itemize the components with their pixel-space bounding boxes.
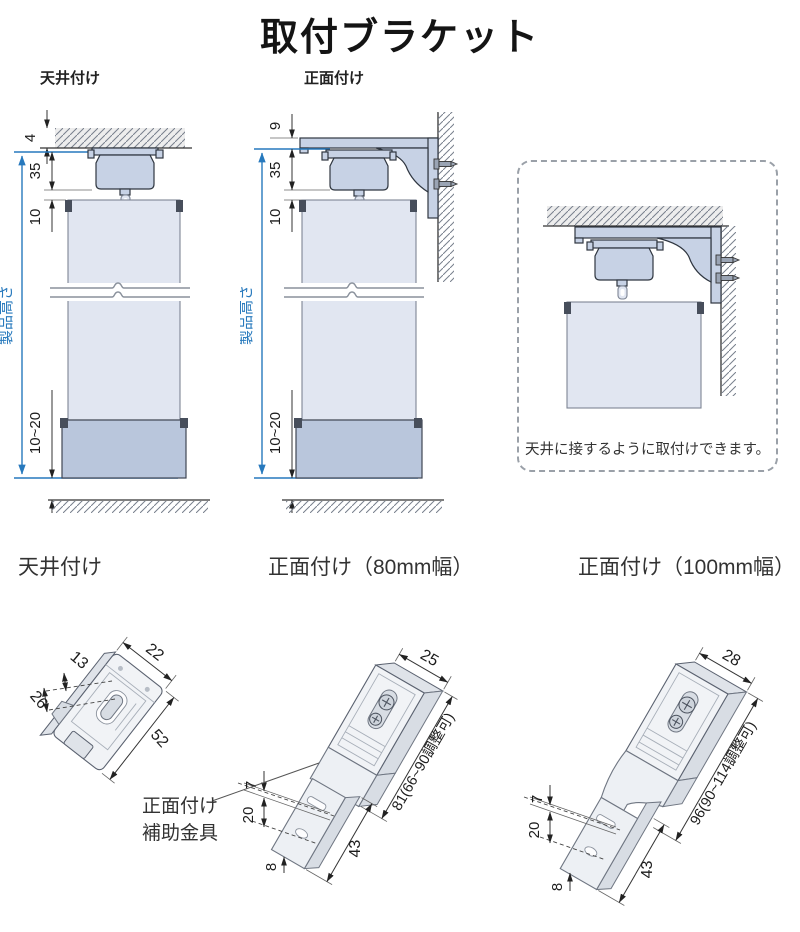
- break-line-2: [284, 291, 424, 298]
- break-line-1: [50, 282, 190, 289]
- bracket-label-ceiling: 天井付け: [18, 556, 102, 579]
- section-label-ceiling-mount: 天井付け: [40, 70, 101, 87]
- dim-product-height: 製品高さ: [240, 285, 255, 345]
- dim-7: 7: [529, 795, 546, 803]
- dim-20: 20: [526, 822, 543, 839]
- shade-panel: [50, 199, 194, 421]
- dim-10-20: 10~20: [27, 412, 44, 454]
- ceiling-flush-note-box: 天井に接するように取付けできます。: [517, 160, 778, 472]
- ceiling-hatch: [543, 206, 729, 227]
- front-bracket-80-hole-dims: 7 20 8: [237, 771, 335, 873]
- dim-10: 10: [27, 209, 44, 226]
- dim-22: 22: [142, 640, 167, 664]
- bracket-drawings: 22 52 13 26: [26, 636, 764, 906]
- floor-hatch: [282, 499, 444, 513]
- ceiling-flush-diagram: [543, 206, 741, 409]
- dim-43: 43: [639, 861, 656, 879]
- headrail: [586, 239, 664, 300]
- wall-bracket: [574, 226, 741, 304]
- wall-bracket: [299, 137, 459, 219]
- front-bracket-100-hole-dims: 7 20 8: [523, 785, 621, 891]
- page-title: 取付ブラケット: [259, 17, 540, 59]
- break-line-2: [50, 291, 190, 298]
- screw-bottom: [715, 272, 741, 284]
- front-mount-diagram: 9 製品高さ 35 10: [240, 112, 459, 513]
- bracket-label-front100: 正面付け（100mm幅）: [578, 556, 796, 579]
- headrail: [87, 147, 164, 209]
- ceiling-bracket: 22 52: [39, 636, 179, 784]
- dim-13: 13: [67, 648, 92, 673]
- note-caption: 天井に接するように取付けできます。: [524, 442, 771, 458]
- shade-panel: [564, 301, 704, 409]
- aux-fitting-label-line1: 正面付け: [142, 796, 219, 817]
- screw-top: [715, 254, 741, 266]
- shade-panel: [284, 199, 428, 421]
- dim-35: 35: [267, 162, 284, 179]
- dim-line-26: [42, 687, 49, 713]
- bottom-bar: [294, 418, 423, 479]
- section-label-front-mount: 正面付け: [304, 70, 365, 87]
- screw-bottom: [433, 178, 459, 190]
- aux-fitting-label-line2: 補助金具: [142, 822, 219, 844]
- dim-20: 20: [240, 807, 257, 824]
- dim-10-20: 10~20: [267, 412, 284, 454]
- dim-25: 25: [417, 647, 441, 671]
- aux-leader-line: [211, 762, 320, 802]
- dim-8: 8: [549, 883, 566, 891]
- dim-52: 52: [147, 726, 172, 751]
- dim-28: 28: [719, 647, 743, 671]
- dim-10: 10: [267, 209, 284, 226]
- dim-35: 35: [27, 163, 44, 180]
- dim-product-height: 製品高さ: [0, 285, 15, 345]
- dim-43: 43: [347, 840, 364, 858]
- break-line-1: [284, 282, 424, 289]
- dim-4: 4: [22, 134, 39, 142]
- wall-hatch: [437, 112, 454, 282]
- bottom-bar: [60, 418, 188, 479]
- front-bracket-100: 28 96(90~114調整可) 43: [559, 647, 764, 906]
- wall-hatch: [720, 226, 736, 396]
- dim-8: 8: [263, 863, 280, 871]
- ceiling-mount-diagram: 4 製品高さ 35 10: [0, 110, 210, 513]
- dim-line-13: [62, 672, 68, 692]
- dim-9: 9: [267, 122, 284, 130]
- front-bracket-80: 25 81(66~90調整可) 43: [270, 647, 458, 885]
- floor-hatch: [48, 499, 210, 513]
- bracket-label-front80: 正面付け（80mm幅）: [268, 556, 474, 579]
- ceiling-hatch: [40, 128, 192, 149]
- dim-7: 7: [243, 781, 260, 789]
- screw-top: [433, 158, 459, 170]
- aux-fitting-label: 正面付け 補助金具: [142, 794, 218, 847]
